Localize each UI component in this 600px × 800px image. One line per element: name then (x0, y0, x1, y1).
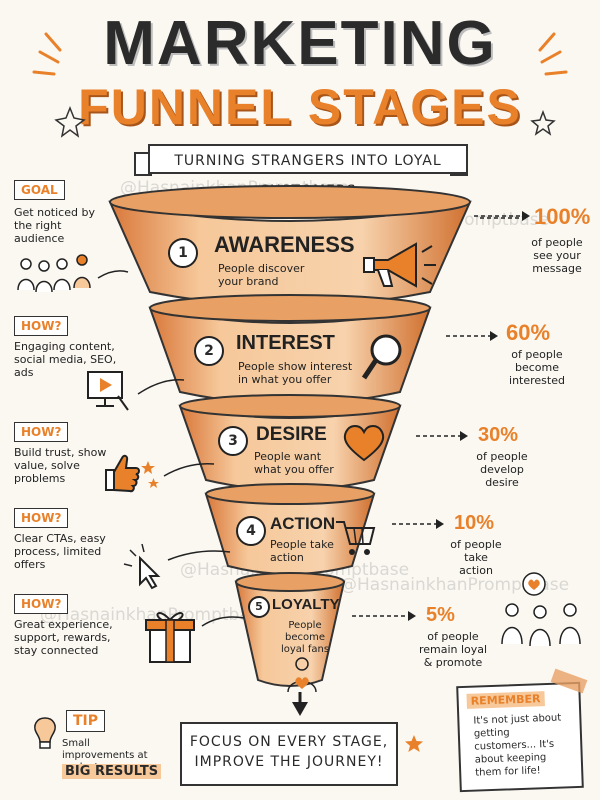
gift-icon (145, 612, 245, 663)
lightbulb-icon (34, 717, 56, 749)
person-heart-icon (287, 657, 317, 693)
star-icon (54, 105, 86, 138)
star-icon (530, 109, 556, 136)
stage-title-awareness: AWARENESS (214, 232, 355, 257)
result-desc: of people see your message (531, 236, 583, 275)
funnel-layer-4 (204, 483, 376, 575)
video-player-icon (87, 371, 185, 411)
funnel-diagram (108, 185, 472, 710)
magnifier-icon (361, 334, 402, 380)
stage-desc: People show interest in what you offer (238, 360, 353, 386)
how-text-loyalty: Great experience, support, rewards, stay… (14, 618, 113, 657)
result-percent: 30% (478, 424, 519, 446)
remember-tag: REMEMBER (466, 691, 545, 709)
tip-tag: TIP (66, 710, 106, 732)
stage-number: 5 (248, 596, 270, 618)
heart-icon (343, 425, 385, 462)
thumbs-up-icon (105, 454, 215, 493)
funnel-layer-2 (148, 294, 432, 405)
remember-note: REMEMBER It's not just about getting cus… (456, 681, 584, 793)
how-tag: HOW? (14, 594, 69, 614)
stage-title-interest: INTEREST (236, 332, 335, 354)
goal-text: Get noticed by the right audience (14, 206, 95, 245)
goal-tag: GOAL (14, 180, 65, 200)
focus-line1: FOCUS ON EVERY STAGE, (189, 734, 389, 750)
focus-box: FOCUS ON EVERY STAGE, IMPROVE THE JOURNE… (180, 722, 398, 786)
result-desc: of people remain loyal & promote (418, 630, 488, 669)
stage-desc: People want what you offer (254, 450, 334, 476)
pointer-icon (123, 543, 231, 590)
main-title: MARKETING (103, 9, 497, 78)
how-text-interest: Engaging content, social media, SEO, ads (14, 340, 117, 379)
result-percent: 60% (506, 320, 551, 345)
how-text-desire: Build trust, show value, solve problems (14, 446, 107, 485)
result-percent: 10% (454, 512, 495, 534)
audience-icon (17, 254, 129, 293)
result-desc: of people become interested (509, 348, 565, 387)
result-percent: 5% (426, 604, 455, 626)
stage-title-loyalty: LOYALTY (272, 596, 340, 613)
arrow-icon (97, 270, 129, 279)
cursor-hand-icon (117, 395, 129, 411)
how-tag: HOW? (14, 422, 69, 442)
cart-icon (336, 521, 376, 555)
loyal-people-icon (501, 572, 581, 647)
result-percent: 100% (534, 204, 591, 229)
star-icon (405, 735, 423, 752)
stage-title-desire: DESIRE (256, 424, 327, 445)
megaphone-icon (363, 242, 436, 288)
tip-emphasis: BIG RESULTS (62, 764, 162, 779)
how-tag: HOW? (14, 316, 69, 336)
stage-number: 2 (194, 336, 224, 366)
watermark-text: @HasnainkhanPromptbase (340, 575, 570, 595)
dashed-arrows (480, 217, 528, 219)
sparks-decoration (32, 32, 568, 138)
funnel-layer-1 (108, 185, 472, 307)
arrow-down-icon (292, 702, 308, 716)
stage-desc: People discover your brand (218, 262, 305, 288)
stage-desc: People become loyal fans (280, 620, 330, 655)
stage-title-action: ACTION (270, 514, 336, 533)
stage-number: 4 (236, 516, 266, 546)
how-tag: HOW? (14, 508, 69, 528)
watermark-text: @HasnainkhanPromptbase (40, 605, 270, 625)
stage-desc: People take action (270, 538, 334, 564)
main-subtitle-title: FUNNEL STAGES (78, 79, 522, 135)
stage-number: 1 (168, 238, 198, 268)
focus-line2: IMPROVE THE JOURNEY! (194, 754, 384, 770)
result-desc: of people take action (450, 538, 502, 577)
stage-number: 3 (218, 426, 248, 456)
remember-text: It's not just about getting customers...… (473, 712, 562, 779)
result-desc: of people develop desire (476, 450, 528, 489)
how-text-action: Clear CTAs, easy process, limited offers (14, 532, 106, 571)
